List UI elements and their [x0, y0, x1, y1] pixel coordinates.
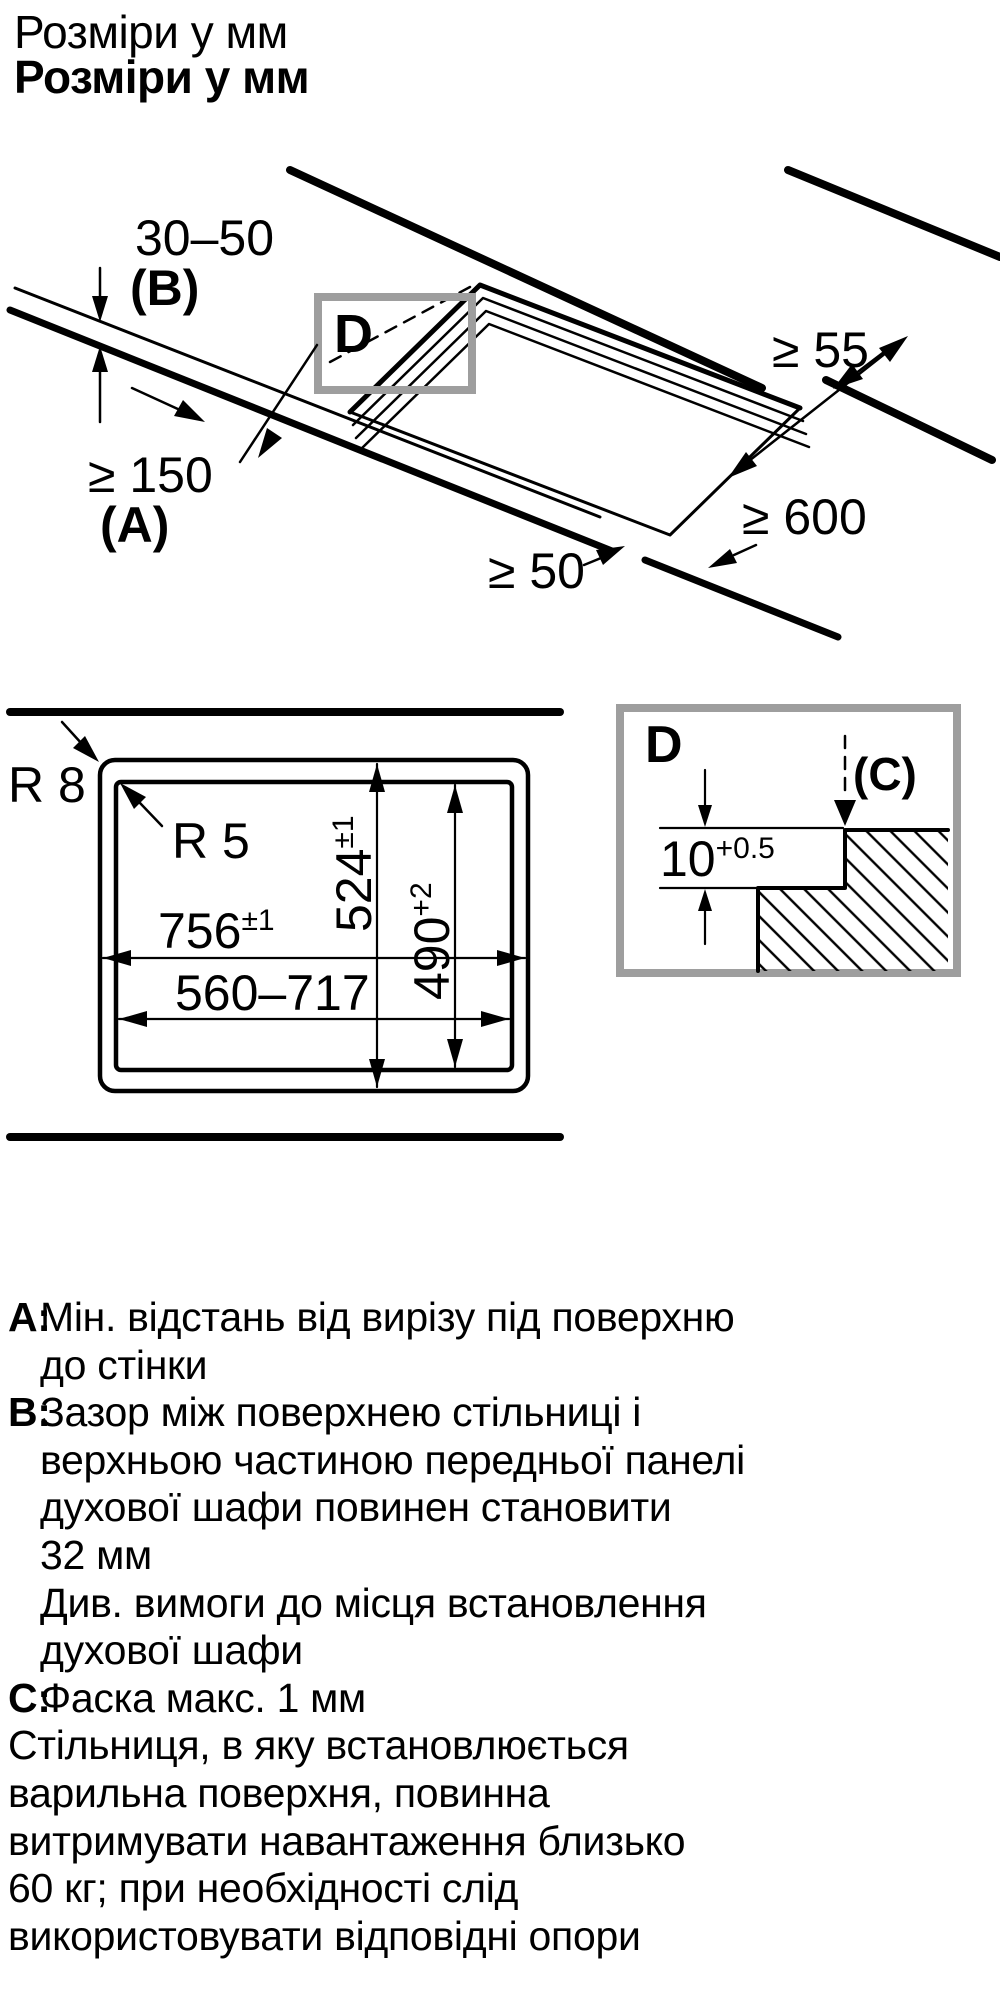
cutout-front-edge [348, 406, 802, 537]
worktop-rear-edge [286, 166, 766, 392]
note-line: духової шафи [40, 1627, 303, 1674]
dimension-arrowhead [708, 549, 737, 568]
footer-paragraph: Стільниця, в яку встановлюється варильна… [8, 1722, 1000, 1960]
dimension-arrowhead [447, 785, 463, 813]
note-line: Зазор між поверхнею стільниці і [40, 1389, 642, 1436]
dimension-arrowhead [258, 428, 282, 458]
note-item-c: C: Фаска макс. 1 мм [0, 1675, 1000, 1723]
worktop-front-edge-continued [641, 556, 842, 641]
installation-diagram: D 30–50 (B) ≥ 150 (A) ≥ 55 ≥ 600 [6, 166, 1000, 1141]
footer-line: варильна поверхня, повинна [8, 1769, 550, 1816]
appliance-width-label: 756±1 [158, 903, 275, 959]
note-item-a: A: Мін. відстань від вирізу під поверхню… [0, 1294, 1000, 1389]
chamfer-arrowhead [834, 800, 856, 826]
dimension-arrowhead [596, 546, 625, 565]
worktop-rear-edge-continued [822, 376, 996, 464]
ref-a-label: (A) [100, 497, 169, 553]
cutout-rim-step-line [354, 309, 808, 440]
dimension-line [582, 556, 603, 567]
cutout-inner-rect [113, 779, 515, 1073]
dimension-arrowhead [369, 1059, 385, 1087]
dimension-arrowhead [728, 452, 757, 478]
cutout-outer-rect [97, 757, 531, 1094]
detail-d-label: D [645, 716, 683, 774]
detail-d-box [616, 704, 961, 977]
wall-distance-label: ≥ 150 [88, 447, 213, 503]
dimension-arrowhead [369, 764, 385, 792]
thickness-dimension-label: 30–50 [135, 210, 274, 266]
page-title-line1: Розміри у мм [14, 6, 288, 58]
cutout-depth-label: 490+2 [404, 882, 460, 1000]
footer-line: витримувати навантаження близько [8, 1817, 686, 1864]
chamfer-ref-label: (C) [853, 748, 917, 800]
page-title: Розміри у мм Розміри у мм [14, 6, 310, 103]
cutout-rim-edge [347, 282, 803, 415]
note-key: A: [8, 1294, 51, 1340]
footer-line: 60 кг; при необхідності слід [8, 1865, 519, 1912]
dimension-arrowhead [103, 950, 131, 966]
dimension-line [732, 543, 758, 557]
note-line: духової шафи повинен становити [40, 1484, 672, 1531]
page-title-line2: Розміри у мм [14, 51, 310, 103]
dimension-arrowhead [92, 346, 108, 372]
dimension-arrowhead [698, 889, 712, 911]
cutout-rim-step-line [351, 296, 805, 427]
detail-d-marker-label: D [334, 304, 373, 364]
dimension-line [853, 350, 886, 376]
note-key: B: [8, 1389, 51, 1436]
note-line: Мін. відстань від вирізу під поверхню [40, 1294, 735, 1340]
detail-d-view: D (C) 10+0.5 [616, 704, 961, 977]
note-line: Фаска макс. 1 мм [40, 1674, 366, 1721]
cutout-width-label: 560–717 [175, 965, 370, 1021]
rear-distance-label: ≥ 55 [772, 322, 869, 378]
dimension-arrowhead [481, 1011, 509, 1027]
dimension-line [130, 386, 182, 412]
footer-line: використовувати відповідні опори [8, 1912, 641, 1959]
dimension-arrowhead [447, 1039, 463, 1067]
step-depth-label: 10+0.5 [660, 831, 775, 887]
dimension-arrowhead [174, 400, 205, 422]
radius-leader [60, 720, 84, 746]
section-hatching [758, 830, 948, 971]
dimension-line [238, 343, 319, 464]
note-item-b: B: Зазор між поверхнею стільниці і верхн… [0, 1389, 1000, 1675]
cutout-plan-view: R 8 R 5 756±1 560–717 524±1 490+ [8, 720, 531, 1094]
dimension-arrowhead [879, 336, 908, 362]
dimension-arrowhead [833, 364, 863, 389]
appliance-depth-label: 524±1 [326, 815, 382, 932]
note-key: C: [8, 1674, 51, 1721]
dimension-arrowhead [92, 296, 108, 322]
clearance-distance-label: ≥ 600 [742, 489, 867, 545]
cutout-rim-step-line [357, 322, 811, 453]
front-distance-label: ≥ 50 [488, 543, 585, 599]
cutout-rim [347, 282, 811, 537]
ref-b-label: (B) [130, 260, 199, 316]
wall-line-right [784, 166, 1000, 261]
radius-outer-label: R 8 [8, 757, 86, 813]
step-profile [756, 828, 950, 973]
dimension-arrowhead [497, 950, 525, 966]
footer-line: Стільниця, в яку встановлюється [8, 1722, 629, 1769]
isometric-view: D 30–50 (B) ≥ 150 (A) ≥ 55 ≥ 600 [6, 166, 1000, 641]
dimension-arrowhead [119, 1011, 147, 1027]
dimension-arrowhead [698, 805, 712, 827]
note-line: 32 мм [40, 1531, 152, 1578]
detail-d-callout-box [314, 293, 476, 394]
radius-leader [138, 801, 164, 828]
worktop-front-edge-top [13, 286, 602, 519]
radius-inner-label: R 5 [172, 813, 250, 869]
note-line: Див. вимоги до місця встановлення [40, 1579, 707, 1626]
worktop-front-edge-bottom [6, 306, 616, 555]
note-line: верхньою частиною передньої панелі [40, 1436, 745, 1483]
radius-arrowhead [73, 736, 99, 762]
notes-section: A: Мін. відстань від вирізу під поверхню… [0, 1294, 1000, 1960]
dimension-line [738, 343, 898, 470]
note-line: до стінки [40, 1341, 208, 1388]
